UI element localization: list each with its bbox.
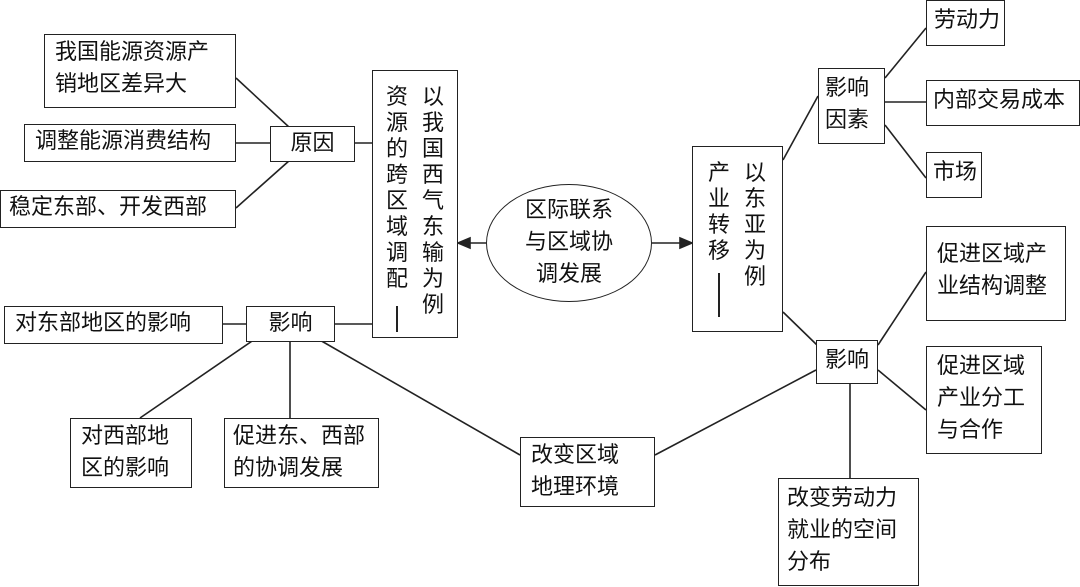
right-main-box: 产业转移 以东亚为例 xyxy=(692,146,783,332)
right-effect-item-1: 促进区域产 业结构调整 xyxy=(926,226,1066,321)
left-reason-box: 原因 xyxy=(270,126,355,162)
right-factor-item-1: 劳动力 xyxy=(926,0,1005,46)
left-effect-box: 影响 xyxy=(246,306,335,342)
right-main-col1: 产业转移 xyxy=(707,161,730,264)
right-effect-item-2: 促进区域 产业分工 与合作 xyxy=(926,346,1042,454)
right-factors-box: 影响 因素 xyxy=(818,68,885,144)
right-main-dash xyxy=(718,273,720,317)
right-effect-box: 影响 xyxy=(816,340,878,384)
left-main-col1: 资源的跨区域调配 xyxy=(385,85,408,292)
left-main-col2: 以我国西气东输为例 xyxy=(421,85,444,318)
left-main-dash xyxy=(396,306,398,332)
left-reason-item-1: 我国能源资源产 销地区差异大 xyxy=(44,34,236,108)
right-factor-item-3: 市场 xyxy=(926,152,982,198)
left-reason-item-3: 稳定东部、开发西部 xyxy=(0,190,236,228)
right-factor-item-2: 内部交易成本 xyxy=(926,80,1080,126)
right-main-col2: 以东亚为例 xyxy=(743,161,766,290)
left-effect-item-2: 对西部地 区的影响 xyxy=(70,418,192,488)
left-main-box: 资源的跨区域调配 以我国西气东输为例 xyxy=(372,70,458,338)
left-effect-item-1: 对东部地区的影响 xyxy=(4,306,223,344)
right-effect-item-3: 改变劳动力 就业的空间 分布 xyxy=(778,478,919,586)
left-effect-item-3: 促进东、西部 的协调发展 xyxy=(224,418,379,488)
center-topic: 区际联系 与区域协 调发展 xyxy=(486,184,652,302)
left-reason-item-2: 调整能源消费结构 xyxy=(24,124,236,162)
left-effect-item-4: 改变区域 地理环境 xyxy=(520,437,655,507)
